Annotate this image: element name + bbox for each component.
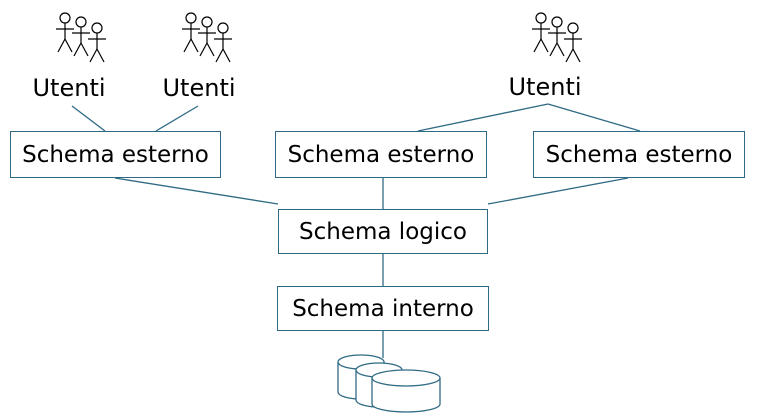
database-icon xyxy=(337,354,441,413)
external-schema-box-2: Schema esterno xyxy=(275,131,487,178)
external-schema-box-3: Schema esterno xyxy=(533,131,745,178)
connector-external-1 xyxy=(114,177,279,205)
connector-users-2 xyxy=(155,105,199,132)
connector-users-3-right xyxy=(547,103,641,132)
connector-external-3 xyxy=(487,177,629,205)
user-group-icon xyxy=(56,12,106,63)
connector-users-1 xyxy=(71,105,106,132)
users-label-2: Utenti xyxy=(162,74,236,102)
internal-schema-box: Schema interno xyxy=(277,286,489,331)
user-group-icon xyxy=(182,12,232,63)
external-schema-box-1: Schema esterno xyxy=(10,131,221,178)
users-label-1: Utenti xyxy=(32,74,106,102)
connector-users-3-left xyxy=(417,103,549,132)
logical-schema-box: Schema logico xyxy=(278,209,488,254)
connector-lines xyxy=(71,103,641,358)
database-cylinder-front xyxy=(371,369,441,413)
user-group-icon xyxy=(532,12,582,63)
users-label-3: Utenti xyxy=(508,73,582,101)
